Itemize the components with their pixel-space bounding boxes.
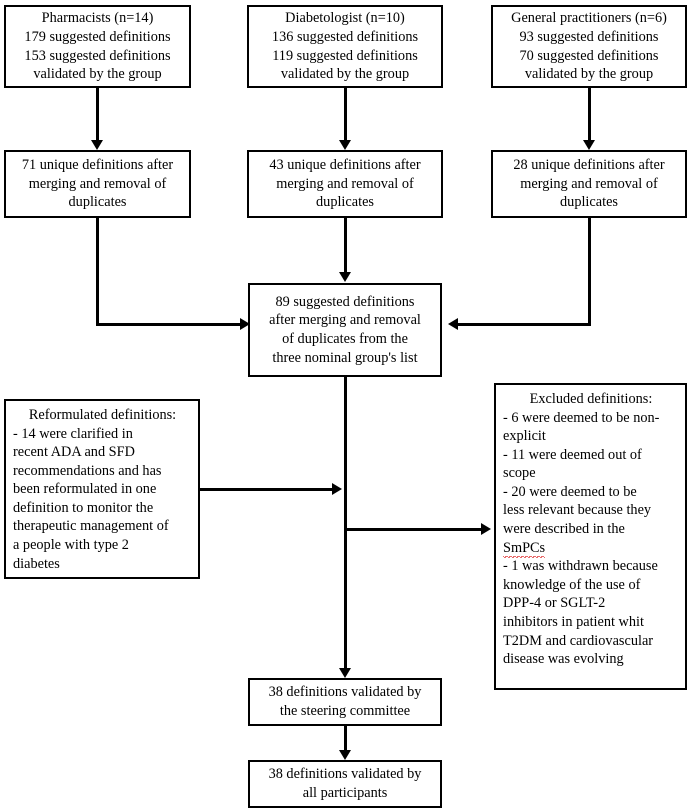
node-line: General practitioners (n=6) (511, 10, 667, 27)
node-line: 38 definitions validated by (268, 766, 422, 783)
node-diabetologist: Diabetologist (n=10) 136 suggested defin… (247, 5, 443, 88)
arrowhead (339, 750, 351, 760)
node-line: T2DM and cardiovascular (503, 632, 654, 649)
node-line: validated by the group (33, 66, 162, 83)
node-line: 71 unique definitions after (21, 157, 174, 174)
connector-spine-to-excluded (344, 528, 482, 531)
node-line: inhibitors in patient whit (503, 613, 644, 630)
node-line: DPP-4 or SGLT-2 (503, 595, 606, 612)
arrowhead (240, 318, 250, 330)
node-line: - 6 were deemed to be non- (503, 409, 660, 426)
node-line: 43 unique definitions after (269, 157, 421, 174)
node-merged-89-definitions: 89 suggested definitions after merging a… (248, 283, 442, 377)
arrowhead (339, 140, 351, 150)
connector-left-elbow-vertical (96, 218, 99, 326)
node-all-participants: 38 definitions validated by all particip… (248, 760, 442, 808)
node-line: 38 definitions validated by (268, 684, 422, 701)
node-line: duplicates (68, 194, 127, 211)
node-title: Reformulated definitions: (28, 407, 177, 423)
node-line: were described in the (503, 521, 625, 538)
node-unique-definitions-middle: 43 unique definitions after merging and … (247, 150, 443, 218)
arrowhead (339, 272, 351, 282)
node-line: - 14 were clarified in (13, 425, 133, 442)
spellcheck-underlined-word: SmPCs (503, 539, 546, 558)
arrowhead (332, 483, 342, 495)
connector-steering-to-participants (344, 726, 347, 755)
node-line: all participants (302, 785, 388, 801)
node-title: Excluded definitions: (529, 391, 653, 407)
node-line: Pharmacists (n=14) (41, 10, 154, 27)
connector-main-spine (344, 377, 347, 674)
node-line: recommendations and has (13, 462, 162, 479)
node-line: 136 suggested definitions (271, 28, 419, 45)
node-line: disease was evolving (503, 651, 624, 668)
connector-right-elbow-horizontal (458, 323, 591, 326)
connector-gp-to-unique (588, 88, 591, 142)
node-line: Diabetologist (n=10) (285, 10, 405, 27)
connector-diabetologist-to-unique (344, 88, 347, 142)
node-line: 119 suggested definitions (272, 47, 418, 64)
node-line: the steering committee (279, 703, 411, 719)
node-line: 179 suggested definitions (24, 28, 171, 45)
arrowhead (481, 523, 491, 535)
node-line: - 11 were deemed out of (503, 446, 642, 463)
node-line: validated by the group (524, 66, 654, 83)
node-line: duplicates (316, 194, 374, 211)
node-line: - 20 were deemed to be (503, 483, 637, 500)
node-line: merging and removal of (28, 175, 167, 192)
node-line: diabetes (13, 555, 60, 572)
node-line: duplicates (560, 194, 618, 211)
node-line: knowledge of the use of (503, 576, 641, 593)
node-line: scope (503, 465, 536, 482)
node-line: 153 suggested definitions (24, 47, 171, 64)
connector-reformulated-to-spine (200, 488, 334, 491)
arrowhead (91, 140, 103, 150)
node-line: validated by the group (280, 66, 410, 83)
node-pharmacists: Pharmacists (n=14) 179 suggested definit… (4, 5, 191, 88)
node-line: - 1 was withdrawn because (503, 558, 658, 575)
node-line: after merging and removal (269, 312, 421, 329)
node-line: been reformulated in one (13, 481, 157, 498)
node-line: merging and removal of (276, 175, 414, 192)
node-line: 93 suggested definitions (519, 28, 659, 45)
node-line-misspelled: SmPCs (503, 539, 679, 558)
arrowhead (583, 140, 595, 150)
node-line: 70 suggested definitions (519, 47, 659, 64)
node-excluded-definitions: Excluded definitions: - 6 were deemed to… (494, 383, 687, 690)
node-line: therapeutic management of (13, 518, 169, 535)
node-line: explicit (503, 428, 546, 445)
node-line: recent ADA and SFD (13, 444, 135, 461)
node-line: merging and removal of (520, 175, 658, 192)
connector-left-elbow-horizontal (96, 323, 242, 326)
node-line: of duplicates from the (282, 331, 408, 347)
connector-pharmacists-to-unique (96, 88, 99, 142)
arrowhead (448, 318, 458, 330)
node-reformulated-definitions: Reformulated definitions: - 14 were clar… (4, 399, 200, 579)
node-line: a people with type 2 (13, 537, 129, 554)
node-line: less relevant because they (503, 502, 652, 519)
node-general-practitioners: General practitioners (n=6) 93 suggested… (491, 5, 687, 88)
connector-right-elbow-vertical (588, 218, 591, 326)
node-line: 28 unique definitions after (513, 157, 665, 174)
node-unique-definitions-right: 28 unique definitions after merging and … (491, 150, 687, 218)
node-steering-committee: 38 definitions validated by the steering… (248, 678, 442, 726)
connector-middle-to-merged (344, 218, 347, 274)
node-line: 89 suggested definitions (275, 293, 415, 310)
node-unique-definitions-left: 71 unique definitions after merging and … (4, 150, 191, 218)
arrowhead (339, 668, 351, 678)
node-line: three nominal group's list (272, 349, 418, 366)
node-line: definition to monitor the (13, 499, 154, 516)
